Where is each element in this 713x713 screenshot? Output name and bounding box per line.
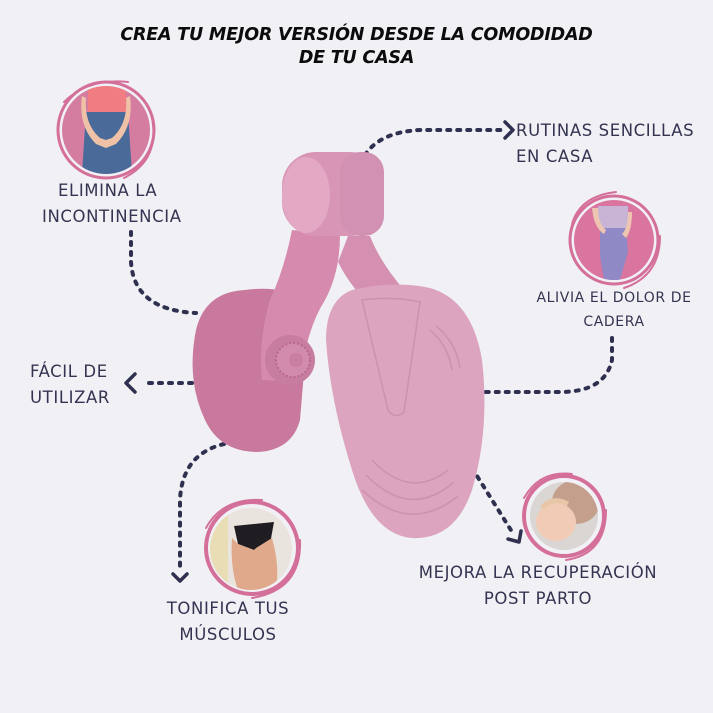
glutes-photo	[210, 508, 292, 590]
product-device	[192, 152, 485, 539]
woman-holding-hip-photo	[574, 200, 654, 280]
benefit-line-1: MEJORA LA RECUPERACIÓN	[418, 563, 658, 582]
page-title: CREA TU MEJOR VERSIÓN DESDE LA COMODIDAD…	[0, 24, 713, 70]
brush-ring-cadera	[568, 191, 661, 289]
mother-baby-photo	[530, 482, 598, 550]
benefit-line-2: POST PARTO	[483, 589, 593, 608]
benefit-rutinas: RUTINAS SENCILLAS EN CASA	[516, 118, 694, 170]
arrow-down-icon	[171, 572, 189, 583]
connector-tonifica	[178, 442, 226, 574]
benefit-line-2: UTILIZAR	[30, 388, 110, 407]
arrow-right-icon	[503, 120, 515, 140]
benefit-line-1: ALIVIA EL DOLOR DE	[536, 290, 692, 306]
benefit-postparto: MEJORA LA RECUPERACIÓN POST PARTO	[398, 560, 678, 612]
benefit-line-2: MÚSCULOS	[179, 625, 277, 644]
benefit-facil: FÁCIL DE UTILIZAR	[30, 359, 110, 411]
benefit-incontinencia: ELIMINA LA INCONTINENCIA	[42, 178, 182, 230]
benefit-line-2: CADERA	[583, 314, 645, 330]
benefit-line-1: FÁCIL DE	[30, 362, 108, 381]
title-line-2: DE TU CASA	[298, 48, 415, 68]
benefit-line-2: INCONTINENCIA	[42, 207, 182, 226]
benefit-tonifica: TONIFICA TUS MÚSCULOS	[148, 596, 308, 648]
benefit-line-2: EN CASA	[516, 147, 594, 166]
brush-ring-postparto	[522, 472, 607, 561]
brush-ring-tonifica	[204, 498, 302, 599]
woman-holding-pelvis-photo	[62, 86, 150, 174]
connector-rutinas	[363, 128, 504, 157]
benefit-line-1: TONIFICA TUS	[166, 599, 290, 618]
benefit-cadera: ALIVIA EL DOLOR DE CADERA	[534, 286, 694, 334]
brush-ring-incontinencia	[56, 80, 156, 180]
benefit-line-1: RUTINAS SENCILLAS	[516, 121, 695, 140]
title-line-1: CREA TU MEJOR VERSIÓN DESDE LA COMODIDAD	[120, 25, 593, 45]
arrow-down-right-icon	[506, 529, 523, 544]
connector-cadera	[483, 336, 614, 394]
arrow-left-icon	[124, 372, 137, 394]
device-right-paddle	[326, 284, 485, 539]
benefit-line-1: ELIMINA LA	[58, 181, 158, 200]
connector-incontinencia	[129, 230, 198, 315]
connector-postparto	[470, 466, 516, 537]
